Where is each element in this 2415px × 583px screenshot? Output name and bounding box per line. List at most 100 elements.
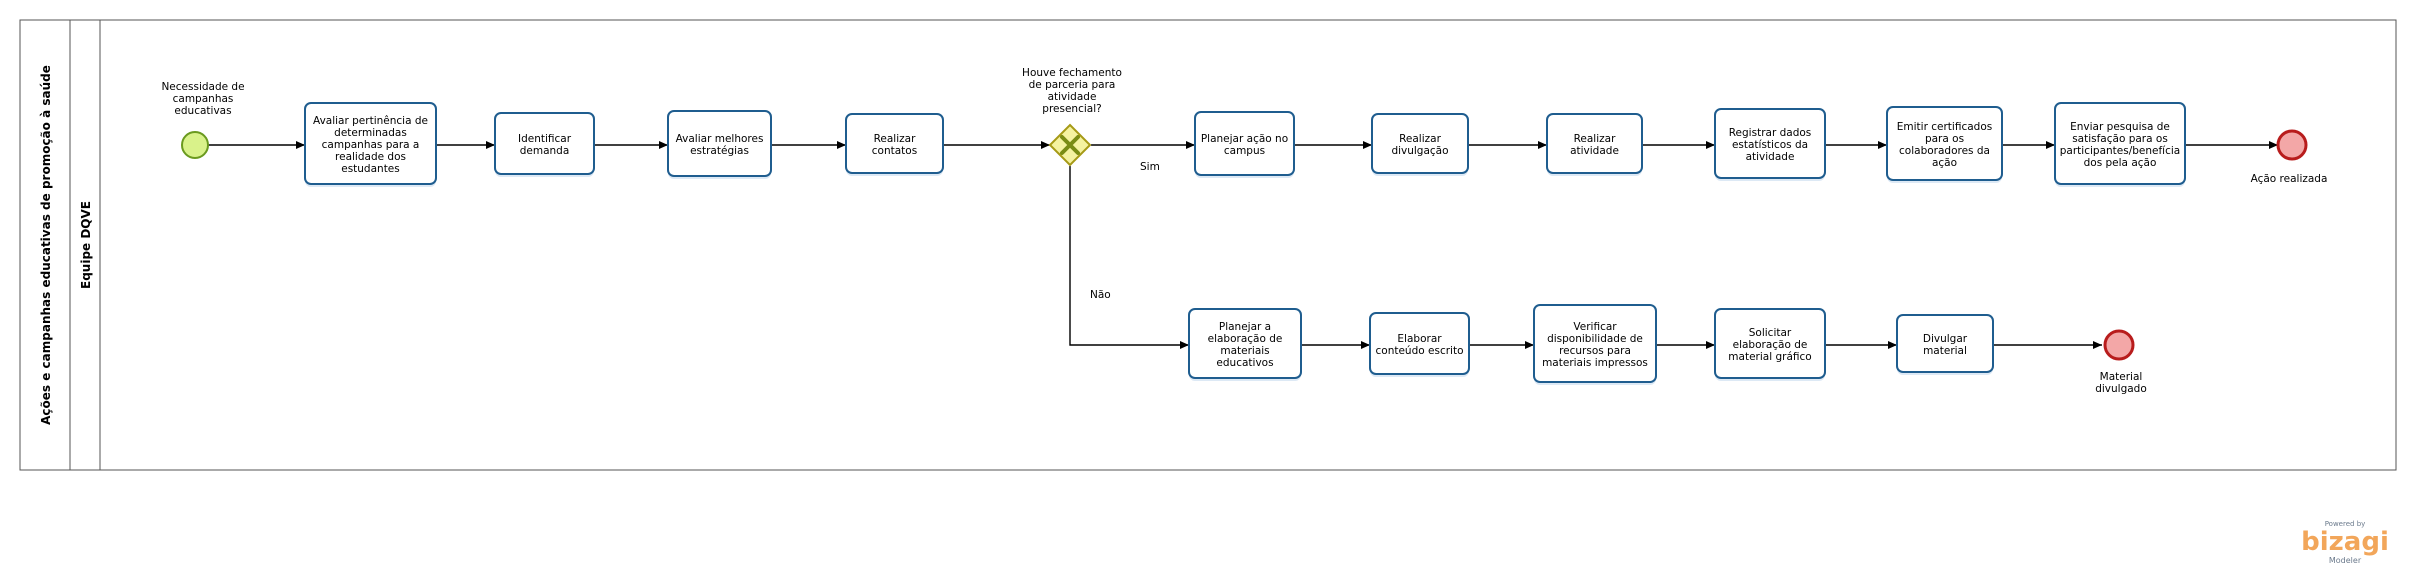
task-label-line: material [1923, 345, 1967, 357]
gateway-question-line: Houve fechamento [1022, 67, 1122, 79]
task-label-line: atividade [1746, 151, 1795, 163]
task-label-line: Emitir certificados [1897, 121, 1992, 133]
task-label-line: campus [1224, 145, 1265, 157]
end-no-label-line: Material [2100, 371, 2143, 383]
task-label-line: Realizar [1574, 133, 1616, 145]
task-label-line: atividade [1570, 145, 1619, 157]
task-label-line: para os [1925, 133, 1964, 145]
task-label-line: ação [1932, 157, 1957, 169]
watermark-powered-text: Powered by [2324, 520, 2366, 528]
gateway-question-line: presencial? [1042, 103, 1101, 115]
task-label-line: contatos [872, 145, 917, 157]
task-label-line: materiais [1220, 345, 1269, 357]
start-label-line: educativas [174, 105, 231, 117]
gateway-yes-label: Sim [1140, 161, 1160, 173]
task-box [1714, 308, 1826, 379]
task-label-line: Realizar [1399, 133, 1441, 145]
exclusive-gateway[interactable] [1048, 123, 1092, 167]
task-box [1371, 113, 1469, 174]
task-avaliar-pertinencia[interactable]: Avaliar pertinência dedeterminadascampan… [304, 102, 437, 187]
task-box [1369, 312, 1470, 375]
task-label-line: participantes/benefícia [2060, 145, 2180, 157]
task-label-line: educativos [1216, 357, 1273, 369]
task-label-line: materiais impressos [1542, 357, 1648, 369]
task-label-line: estudantes [341, 163, 400, 175]
task-label-line: demanda [520, 145, 570, 157]
task-box [845, 113, 944, 174]
start-label-line: campanhas [173, 93, 234, 105]
end-event-acao-realizada-label: Ação realizada [2251, 173, 2328, 185]
gateway-x-icon [1060, 135, 1080, 155]
task-label-line: Avaliar pertinência de [313, 115, 428, 127]
start-label-line: Necessidade de [161, 81, 244, 93]
task-box [1533, 304, 1657, 383]
task-label-line: campanhas para a [322, 139, 420, 151]
task-label-line: Divulgar [1923, 333, 1968, 345]
task-label-line: Planejar ação no [1201, 133, 1288, 145]
sequence-flows [207, 141, 2278, 349]
task-label-line: Enviar pesquisa de [2070, 121, 2170, 133]
task-box [1546, 113, 1643, 174]
task-box [2054, 102, 2186, 185]
task-label-line: Verificar [1573, 321, 1617, 333]
task-label-line: disponibilidade de [1547, 333, 1643, 345]
task-label-line: conteúdo escrito [1376, 345, 1464, 357]
task-label-line: dos pela ação [2084, 157, 2157, 169]
bizagi-watermark: Powered by bizagi Modeler [2295, 520, 2395, 565]
gateway-question-line: de parceria para [1029, 79, 1116, 91]
task-label-line: Planejar a [1219, 321, 1271, 333]
task-label-line: Avaliar melhores [676, 133, 764, 145]
task-label-line: elaboração de [1208, 333, 1283, 345]
task-label-line: estatísticos da [1732, 139, 1808, 151]
task-box [494, 112, 595, 175]
task-label-line: determinadas [334, 127, 407, 139]
end-yes-label-line: Ação realizada [2251, 173, 2328, 185]
task-box [1194, 111, 1295, 176]
flow-gateway-to-planejar-materiais[interactable] [1069, 166, 1189, 349]
task-box [1188, 308, 1302, 379]
pool-border [19, 19, 2397, 471]
task-label-line: Elaborar [1397, 333, 1442, 345]
bizagi-logo: bizagi [2301, 527, 2389, 557]
task-label-line: elaboração de [1733, 339, 1808, 351]
task-label-line: Registrar dados [1729, 127, 1812, 139]
task-box [304, 102, 437, 185]
tasks-layer: Avaliar pertinência dedeterminadascampan… [304, 102, 2186, 385]
task-box [1886, 106, 2003, 181]
task-label-line: material gráfico [1728, 351, 1811, 363]
task-label-line: Identificar [518, 133, 572, 145]
task-box [1714, 108, 1826, 179]
task-label-line: colaboradores da [1899, 145, 1990, 157]
end-event-material-divulgado[interactable] [2103, 329, 2135, 361]
watermark-modeler-text: Modeler [2328, 556, 2362, 565]
gateway-no-label: Não [1090, 289, 1111, 301]
end-event-acao-realizada[interactable] [2276, 129, 2308, 161]
task-box [667, 110, 772, 177]
task-label-line: realidade dos [335, 151, 406, 163]
task-box [1896, 314, 1994, 373]
pool-title: Ações e campanhas educativas de promoção… [39, 65, 53, 425]
task-label-line: Solicitar [1749, 327, 1792, 339]
task-label-line: satisfação para os [2072, 133, 2168, 145]
task-label-line: estratégias [690, 145, 749, 157]
start-event[interactable] [181, 131, 209, 159]
task-label-line: Realizar [874, 133, 916, 145]
